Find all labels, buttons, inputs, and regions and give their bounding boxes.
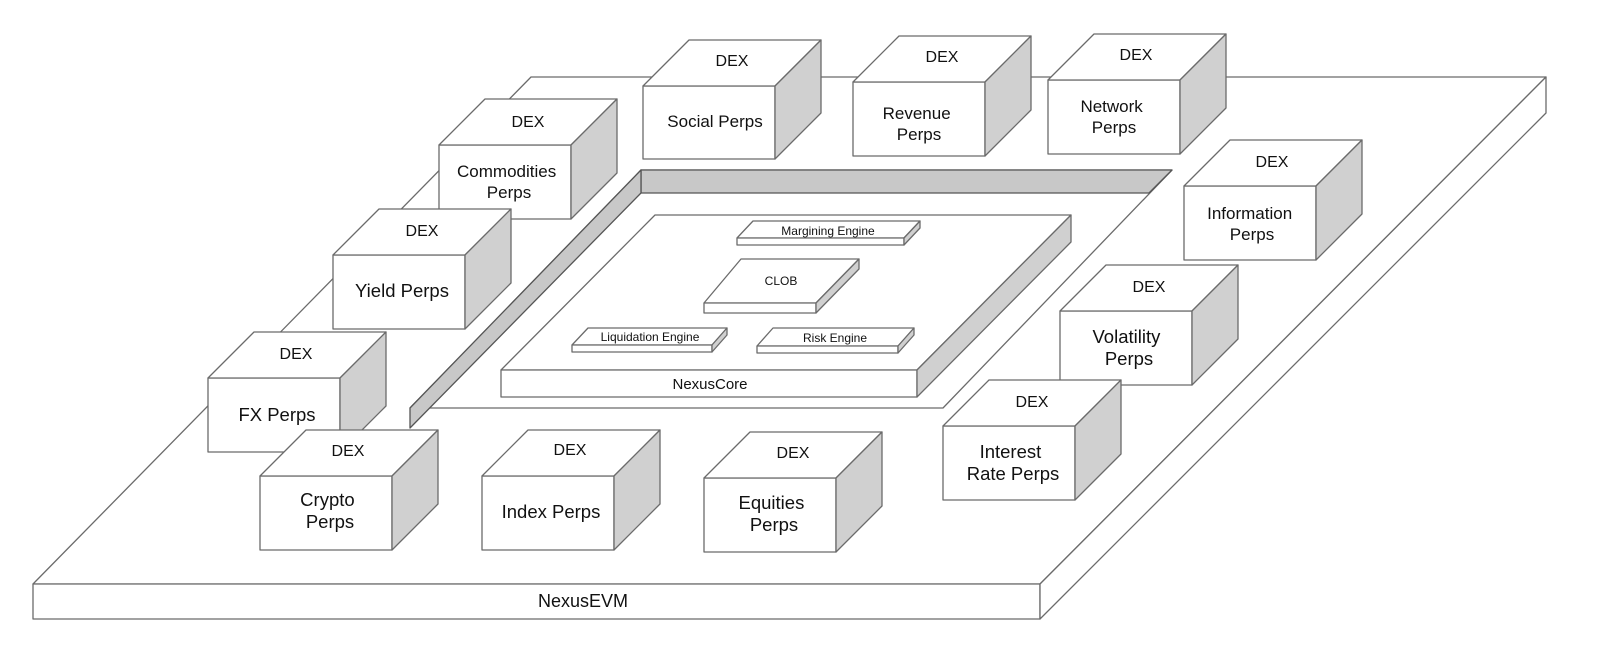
dex-cube-social-perps: DEX Social Perps [642,39,822,160]
dex-cube-network-perps: DEX Network Perps [1047,33,1227,155]
engine-label: Liquidation Engine [601,330,700,344]
dex-cube-equities-perps: DEX Equities Perps [703,431,883,553]
dex-label: DEX [406,223,439,240]
dex-cube-commodities-perps: DEX Commodities Perps [438,98,618,220]
engine-label: Risk Engine [803,331,867,345]
dex-label: DEX [1120,47,1153,64]
dex-cube-revenue-perps: DEX Revenue Perps [852,35,1032,157]
dex-label: DEX [554,442,587,459]
dex-label: DEX [716,53,749,70]
engine-slab-front [571,344,713,353]
market-label-line: Yield Perps [355,280,449,301]
engine-slab-front [703,302,817,314]
engine-slab-side [903,220,921,246]
market-label-line: Commodities [457,162,556,181]
market-label-line: Equities [739,492,805,513]
engine-clob: CLOB [703,258,860,314]
engine-slab-front [736,237,905,246]
dex-label: DEX [1256,154,1289,171]
core-label: NexusCore [672,376,747,393]
market-label-line: Rate Perps [967,463,1060,484]
dex-label: DEX [332,443,365,460]
engine-slab-side [815,258,860,314]
market-label-line: Perps [1105,348,1153,369]
engine-margining: Margining Engine [736,220,921,246]
market-label: Index Perps [502,501,601,522]
engine-liquidation: Liquidation Engine [571,327,728,353]
market-label-line: Crypto [300,489,355,510]
dex-label: DEX [1133,279,1166,296]
cube-side-face [774,39,822,160]
market-label-line: Information [1207,204,1292,223]
market-label-line: Perps [1230,225,1274,244]
engine-slab-side [711,327,728,353]
market-label-line: Perps [1092,118,1136,137]
dex-label: DEX [512,114,545,131]
market-label-line: Social Perps [667,112,762,131]
cube-side-face [464,208,512,330]
cube-front-face [1183,185,1317,261]
market-label-line: FX Perps [238,404,315,425]
cube-front-face [1047,79,1181,155]
market-label: Equities Perps [739,492,810,535]
cube-side-face [1191,264,1239,386]
market-label-line: Revenue [883,104,951,123]
market-label-line: Index Perps [502,501,601,522]
market-label: Information Perps [1207,204,1297,244]
dex-cube-crypto-perps: DEX Crypto Perps [259,429,439,551]
market-label: Social Perps [667,112,762,131]
cube-side-face [613,429,661,551]
dex-cube-yield-perps: DEX Yield Perps [332,208,512,330]
core-block-side [916,214,1072,398]
engine-slab-side [897,327,915,354]
cube-side-face [339,331,387,453]
market-label: FX Perps [238,404,315,425]
market-label: Yield Perps [355,280,449,301]
cube-side-face [1315,139,1363,261]
market-label-line: Interest [980,441,1042,462]
platform-front-face [32,583,1041,620]
dex-label: DEX [926,49,959,66]
market-label: Interest Rate Perps [967,441,1060,484]
dex-cube-information-perps: DEX Information Perps [1183,139,1363,261]
dex-label: DEX [1016,394,1049,411]
dex-cube-volatility-perps: DEX Volatility Perps [1059,264,1239,386]
market-label-line: Volatility [1092,326,1161,347]
core-tray-back-wall [640,169,1173,194]
market-label-line: Perps [487,183,531,202]
dex-label: DEX [280,346,313,363]
market-label-line: Perps [306,511,354,532]
engine-risk: Risk Engine [756,327,915,354]
platform-label: NexusEVM [538,591,628,611]
cube-front-face [438,144,572,220]
market-label: Crypto Perps [300,489,360,532]
market-label-line: Network [1080,97,1143,116]
market-label: Commodities Perps [457,162,561,202]
cube-side-face [835,431,883,553]
cube-side-face [1179,33,1227,155]
core-tray-left-wall [409,169,642,429]
engine-slab-front [756,345,899,354]
cube-side-face [391,429,439,551]
market-label: Network Perps [1080,97,1147,137]
market-label: Revenue Perps [883,104,956,144]
cube-side-face [984,35,1032,157]
dex-cube-index-perps: DEX Index Perps [481,429,661,551]
cube-side-face [1074,379,1122,501]
market-label: Volatility Perps [1092,326,1165,369]
engine-label: Margining Engine [781,224,875,238]
platform-right-face [1039,76,1547,620]
dex-label: DEX [777,445,810,462]
market-label-line: Perps [897,125,941,144]
market-label-line: Perps [750,514,798,535]
engine-label: CLOB [765,274,798,288]
dex-cube-interest-rate-perps: DEX Interest Rate Perps [942,379,1122,501]
cube-side-face [570,98,618,220]
